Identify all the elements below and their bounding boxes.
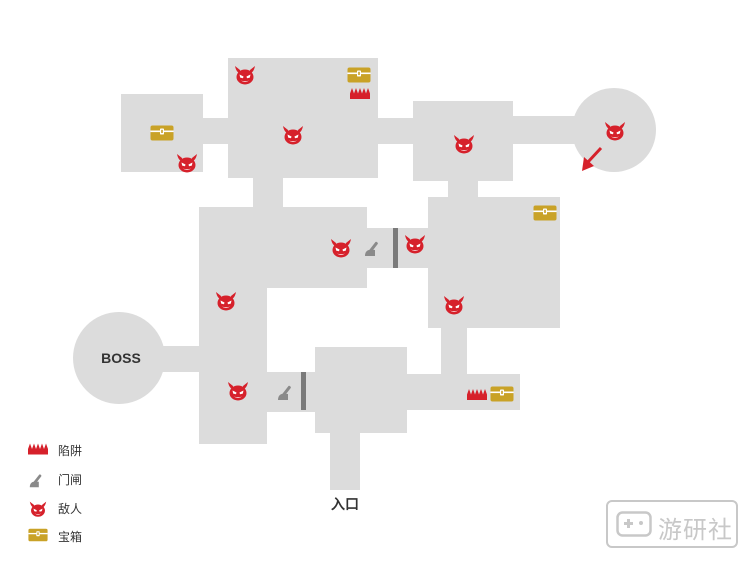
legend-item-trap: 陷阱 [28,440,148,462]
corridor-nw-north [200,118,232,144]
corridor-north-ne [374,118,416,144]
room-boss [73,312,165,404]
treasure-chest-icon [347,67,371,83]
corridor-west-gate [264,372,318,412]
treasure-chest-icon [28,528,48,542]
legend-label-chest: 宝箱 [58,530,83,544]
legend-item-lever: 门闸 [28,469,148,491]
corridor-ne-east [448,178,478,200]
lever-icon [29,474,42,488]
legend-item-chest: 宝箱 [28,526,148,548]
gamepad-logo-icon [616,511,652,537]
gate-bar-west [301,372,306,410]
gate-bar-central [393,228,398,268]
treasure-chest-icon [533,205,557,221]
treasure-chest-icon [490,386,514,402]
watermark-text: 游研社 [658,516,733,544]
corridor-entrance [330,430,360,490]
enemy-devil-icon [29,501,47,517]
treasure-chest-icon [150,125,174,141]
direction-arrow-icon [582,146,603,171]
corridor-boss [160,346,202,372]
room-west-hall [199,285,267,444]
legend-label-trap: 陷阱 [58,444,83,458]
boss-room-label: BOSS [101,350,141,366]
legend-label-enemy: 敌人 [58,502,83,516]
corridor-east-down [441,325,467,377]
legend-label-lever: 门闸 [58,473,83,487]
legend-item-enemy: 敌人 [28,498,148,520]
rooms [73,58,656,490]
room-south [315,347,407,433]
entrance-label: 入口 [331,497,359,513]
corridor-north-central [253,175,283,210]
trap-icon [28,443,48,455]
watermark-logo: 游研社 [606,500,738,548]
